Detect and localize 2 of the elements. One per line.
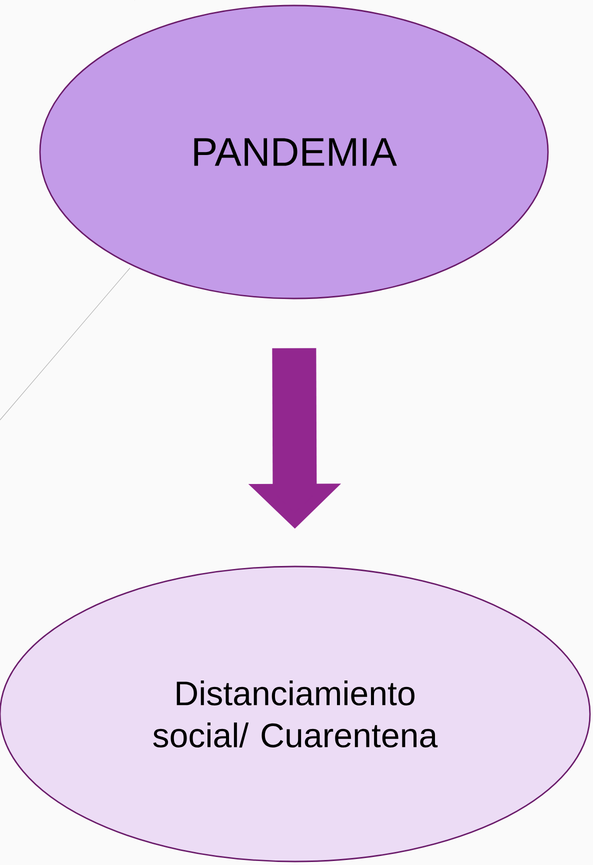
ellipse-node: Distanciamiento social/ Cuarentena xyxy=(0,566,591,862)
ellipse-node: PANDEMIA xyxy=(39,4,549,300)
